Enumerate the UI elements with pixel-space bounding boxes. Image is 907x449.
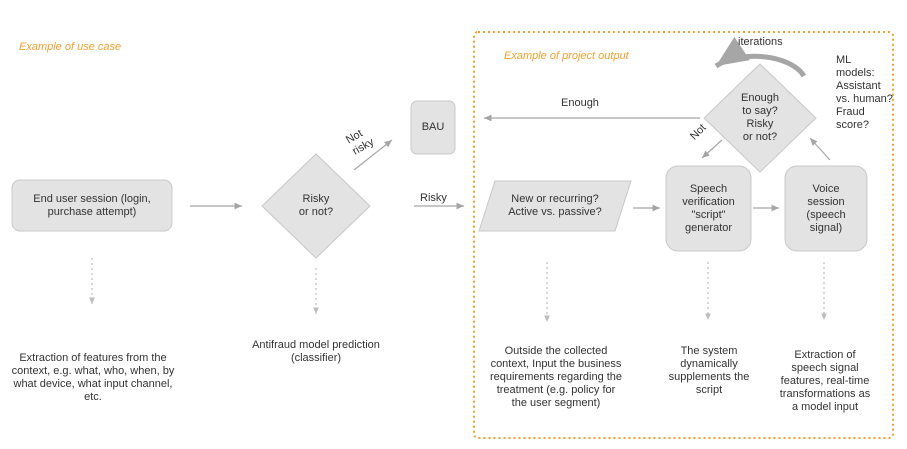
- voice-session-box: [784, 165, 868, 252]
- voice-session-label: Voice session (speech signal): [806, 183, 846, 234]
- speech-verification-box: [665, 165, 752, 252]
- bau-box: [410, 100, 456, 155]
- ml-models-label: ML models: Assistant vs. human? Fraud sc…: [836, 54, 893, 131]
- arrow-risky-to-bau: [353, 139, 393, 171]
- project-output-title: Example of project output: [504, 50, 629, 62]
- bau-label: BAU: [421, 121, 445, 133]
- enough-decision-label: Enough to say? Risky or not?: [741, 92, 779, 143]
- iterations-arrow: [714, 36, 807, 78]
- risky-decision-diamond: [261, 153, 371, 259]
- iterations-label: iterations: [738, 36, 783, 48]
- risky-decision-label: Risky or not?: [298, 193, 334, 218]
- use-case-title: Example of use case: [19, 41, 122, 53]
- enough-decision-diamond: [703, 63, 817, 173]
- enough-edge-label: Enough: [561, 97, 599, 109]
- arrow-enough-to-speech: [701, 139, 723, 159]
- new-or-recurring-label: New or recurring? Active vs. passive?: [508, 193, 602, 218]
- arrow-voice-to-enough: [809, 137, 831, 161]
- antifraud-prediction-desc: Antifraud model prediction (classifier): [252, 339, 380, 364]
- project-output-frame: [473, 31, 894, 439]
- system-supplements-desc: The system dynamically supplements the s…: [668, 345, 750, 396]
- outside-context-desc: Outside the collected context, Input the…: [489, 345, 623, 409]
- risky-edge-label: Risky: [420, 192, 447, 204]
- speech-verification-label: Speech verification "script" generator: [682, 183, 735, 234]
- extraction-features-desc: Extraction of features from the context,…: [11, 352, 175, 403]
- new-or-recurring-parallelogram: [478, 180, 632, 232]
- end-user-session-box: [11, 179, 173, 232]
- extraction-speech-desc: Extraction of speech signal features, re…: [779, 349, 871, 413]
- end-user-session-label: End user session (login, purchase attemp…: [33, 193, 151, 218]
